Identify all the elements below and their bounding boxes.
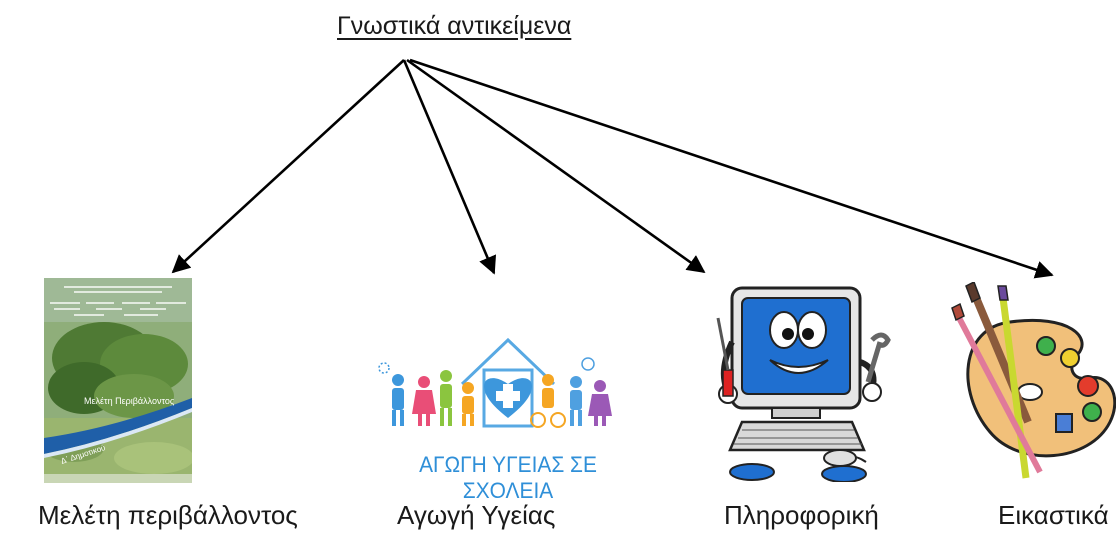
computer-mascot-icon [712,282,892,483]
book-title-text: Μελέτη Περιβάλλοντος [84,396,175,406]
caption-computing: Πληροφορική [724,500,879,530]
health-education-logo: ΑΓΩΓΗ ΥΓΕΙΑΣ ΣΕ ΣΧΟΛΕΙΑ [372,324,644,503]
book-cover-icon: Μελέτη Περιβάλλοντος Δ΄ Δημοτικού [44,278,194,483]
arrow-to-arts [409,58,1054,279]
caption-arts: Εικαστικά [998,500,1109,530]
arrow-to-health [402,59,497,275]
diagram-title: Γνωστικά αντικείμενα [337,12,572,40]
caption-environment: Μελέτη περιβάλλοντος [38,500,298,530]
arrow-to-environment [171,59,405,274]
arrow-to-computing [406,58,706,274]
caption-health: Αγωγή Υγείας [397,500,556,530]
paint-palette-icon [950,280,1116,488]
health-logo-text: ΑΓΩΓΗ ΥΓΕΙΑΣ ΣΕ ΣΧΟΛΕΙΑ [419,452,597,503]
